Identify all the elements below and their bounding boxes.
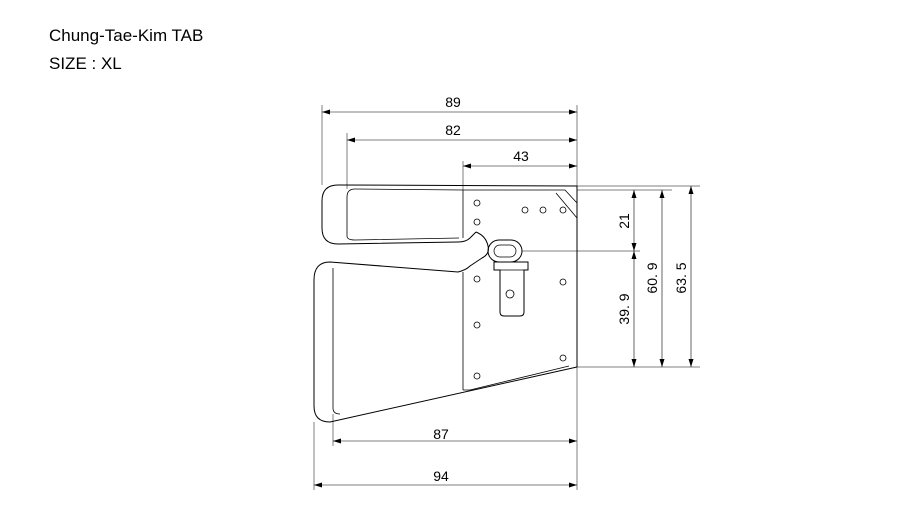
- upper-plate-edge: [463, 189, 578, 204]
- neck-notch: [313, 231, 489, 281]
- hole: [473, 199, 481, 207]
- lower-wing-outline: [313, 280, 578, 423]
- drawing-title: Chung-Tae-Kim TAB: [49, 26, 204, 45]
- tab-outline: [313, 184, 578, 423]
- upper-wing-outline: [321, 184, 578, 245]
- dim-label-39-9: 39. 9: [616, 293, 632, 324]
- upper-wing-inner: [346, 188, 464, 241]
- dim-label-60-9: 60. 9: [644, 262, 660, 293]
- dimension-labels: 89 82 43 87 94 21 39. 9 60. 9 63. 5: [433, 94, 689, 484]
- hole: [473, 372, 481, 380]
- hole: [521, 206, 529, 214]
- dim-label-87: 87: [433, 426, 449, 442]
- size-label: SIZE : XL: [49, 54, 122, 73]
- dim-label-43: 43: [513, 148, 529, 164]
- hole: [473, 275, 481, 283]
- chamfer-line: [555, 192, 578, 219]
- lower-wing-inner: [332, 268, 341, 415]
- extension-lines: [313, 105, 700, 490]
- loop-ring-outer: [487, 239, 523, 263]
- hole: [505, 289, 515, 299]
- hole: [473, 321, 481, 329]
- hole: [559, 278, 567, 286]
- dim-label-82: 82: [445, 122, 461, 138]
- dim-label-94: 94: [433, 468, 449, 484]
- hole: [473, 218, 481, 226]
- lower-plate-edge: [463, 365, 570, 391]
- hole: [539, 206, 547, 214]
- loop-ring-inner: [493, 244, 517, 258]
- dimension-lines: [314, 109, 694, 488]
- dim-label-21: 21: [616, 213, 632, 229]
- clip-outline: [493, 261, 529, 317]
- mounting-holes: [473, 199, 567, 380]
- dim-label-63-5: 63. 5: [673, 262, 689, 293]
- hole: [559, 354, 567, 362]
- title-block: Chung-Tae-Kim TAB SIZE : XL: [49, 22, 203, 78]
- hole: [559, 206, 567, 214]
- dim-label-89: 89: [445, 94, 461, 110]
